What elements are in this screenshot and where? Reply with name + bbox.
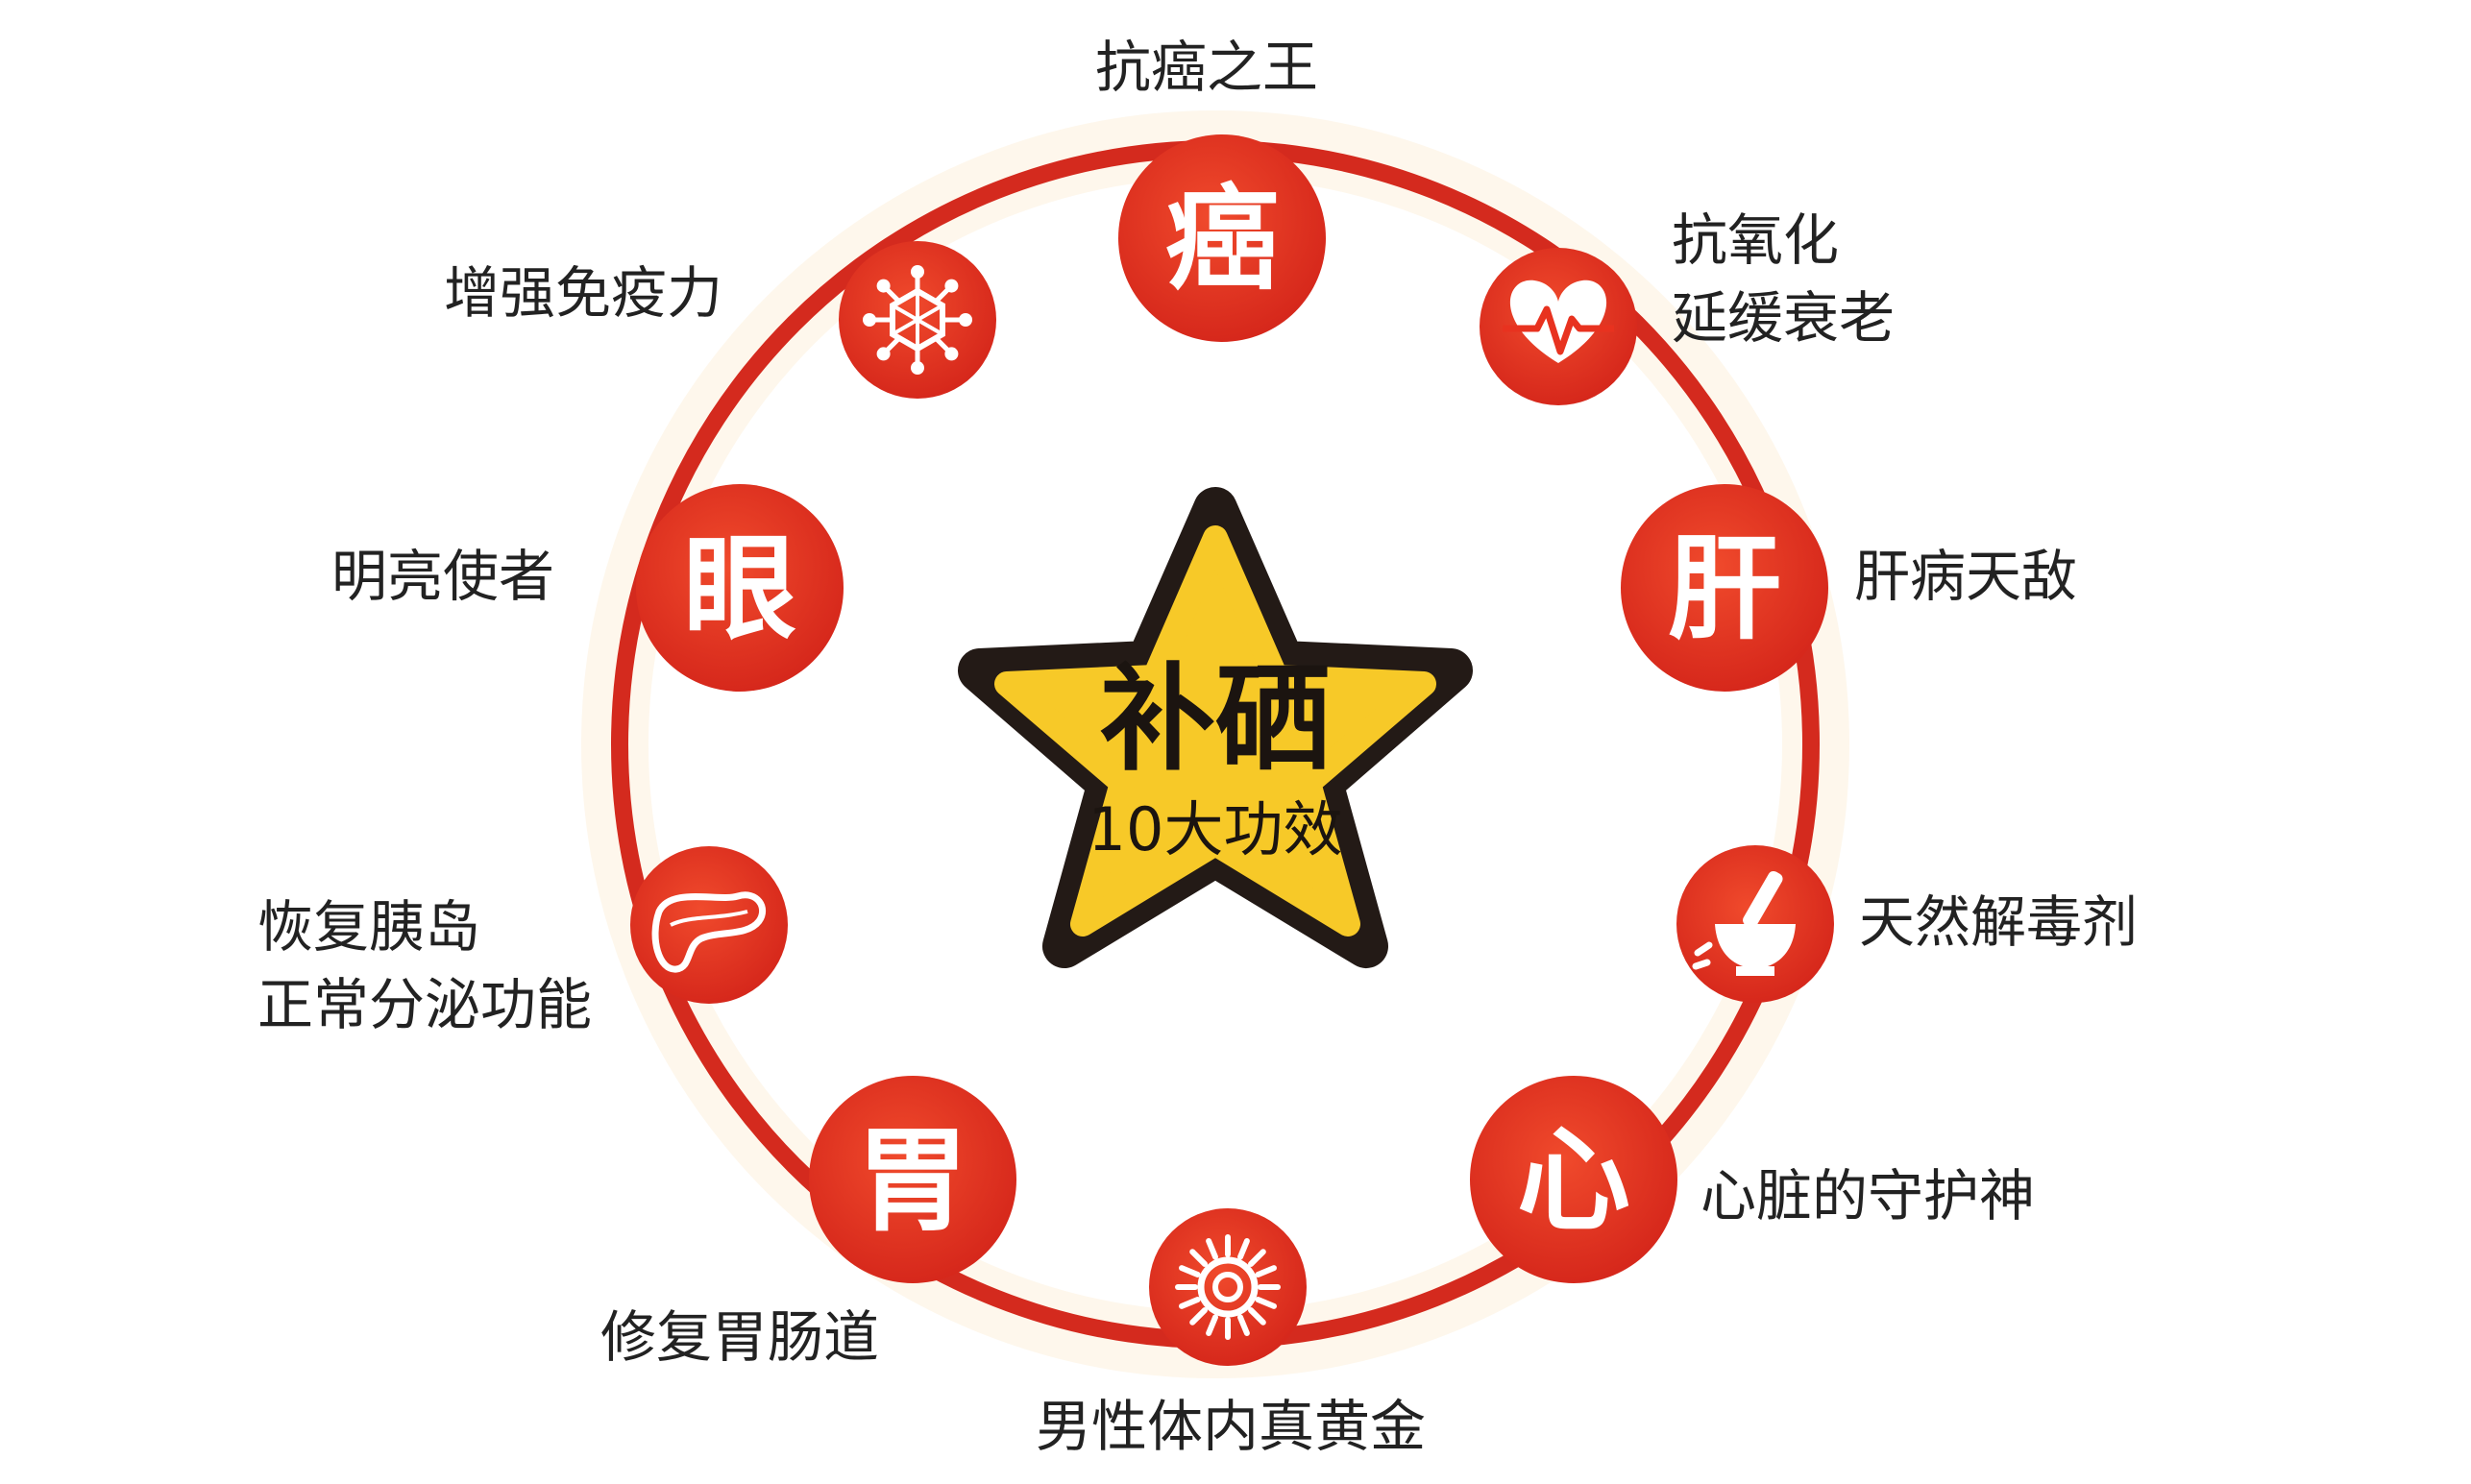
label-heart: 心脏的守护神 xyxy=(1700,1157,2035,1235)
node-male xyxy=(1149,1208,1307,1366)
label-line: 修复胃肠道 xyxy=(600,1304,880,1370)
label-detox: 天然解毒剂 xyxy=(1859,884,2138,961)
center-star: 补硒 10大功效 xyxy=(958,487,1473,968)
label-liver: 肝病天敌 xyxy=(1854,538,2077,616)
label-line: 恢复胰岛 xyxy=(257,894,481,960)
node-glyph-stomach: 胃 xyxy=(856,1114,969,1247)
label-line: 延缓衰老 xyxy=(1672,285,1896,352)
label-line: 抗氧化 xyxy=(1672,207,1840,273)
label-line: 男性体内真黄金 xyxy=(1036,1394,1427,1459)
node-heart: 心 xyxy=(1470,1076,1677,1283)
node-circle-male xyxy=(1149,1208,1307,1366)
node-eye: 眼 xyxy=(636,484,844,692)
label-eye: 明亮使者 xyxy=(331,538,554,616)
label-immunity: 增强免疫力 xyxy=(444,255,722,332)
pancreas-icon xyxy=(651,891,767,973)
label-line: 明亮使者 xyxy=(331,544,555,609)
star-fill xyxy=(994,525,1436,937)
node-cancer: 癌 xyxy=(1118,134,1326,342)
node-detox xyxy=(1676,845,1834,1003)
node-stomach: 胃 xyxy=(809,1076,1016,1283)
node-circle-liver xyxy=(1621,484,1828,692)
label-stomach: 修复胃肠道 xyxy=(600,1299,879,1376)
center-title: 补硒 xyxy=(1100,653,1331,787)
node-circle-heart xyxy=(1470,1076,1677,1283)
node-antioxidant xyxy=(1480,248,1637,405)
nodes-layer: 癌 肝 心 胃 眼 xyxy=(630,134,1834,1366)
label-line: 正常分泌功能 xyxy=(257,972,593,1038)
node-circle-eye xyxy=(636,484,844,692)
label-line: 肝病天敌 xyxy=(1854,544,2078,609)
node-glyph-eye: 眼 xyxy=(683,523,796,655)
node-glyph-heart: 心 xyxy=(1517,1114,1630,1247)
label-male: 男性体内真黄金 xyxy=(1036,1388,1426,1466)
center-subtitle: 10大功效 xyxy=(1089,794,1343,864)
heart-pulse-icon xyxy=(1503,280,1614,363)
mortar-pestle-icon xyxy=(1692,870,1796,976)
node-glyph-cancer: 癌 xyxy=(1165,173,1279,305)
label-line: 抗癌之王 xyxy=(1095,35,1319,100)
node-circle-cancer xyxy=(1118,134,1326,342)
label-pancreas: 恢复胰岛正常分泌功能 xyxy=(257,888,592,1044)
label-antioxidant: 抗氧化延缓衰老 xyxy=(1672,202,1895,357)
sperm-cell-icon xyxy=(1175,1234,1281,1340)
virus-icon xyxy=(863,265,972,375)
label-line: 心脏的守护神 xyxy=(1700,1163,2036,1229)
node-immunity xyxy=(839,241,996,399)
node-glyph-liver: 肝 xyxy=(1668,523,1781,655)
node-circle-stomach xyxy=(809,1076,1016,1283)
node-liver: 肝 xyxy=(1621,484,1828,692)
label-line: 增强免疫力 xyxy=(444,260,723,326)
label-line: 天然解毒剂 xyxy=(1859,889,2139,955)
node-pancreas xyxy=(630,846,788,1004)
label-cancer: 抗癌之王 xyxy=(1095,29,1318,107)
